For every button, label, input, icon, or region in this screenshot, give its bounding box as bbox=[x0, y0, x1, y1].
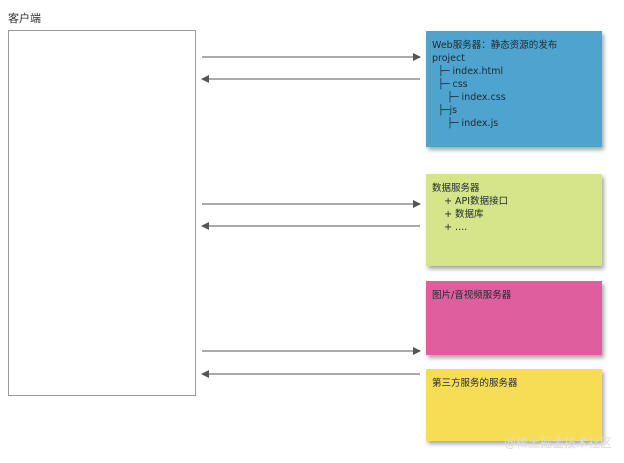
web-server-line: ├─ index.css bbox=[432, 92, 506, 103]
data-server-title: 数据服务器 bbox=[432, 183, 480, 194]
media-server-title: 图片/音视频服务器 bbox=[432, 290, 512, 301]
watermark: @稀土掘金技术社区 bbox=[503, 436, 612, 450]
third-party-server-card: 第三方服务的服务器 bbox=[426, 369, 602, 441]
web-server-line: ├─ index.html bbox=[432, 66, 504, 77]
web-server-line: ├─ css bbox=[432, 79, 468, 90]
client-box bbox=[8, 30, 196, 396]
third-party-server-title: 第三方服务的服务器 bbox=[432, 378, 518, 389]
web-server-line: ├─js bbox=[432, 105, 458, 116]
client-label: 客户端 bbox=[8, 12, 41, 25]
web-server-line: ├─ index.js bbox=[432, 118, 499, 129]
web-server-title: Web服务器：静态资源的发布 bbox=[432, 40, 558, 51]
media-server-card: 图片/音视频服务器 bbox=[426, 281, 602, 355]
data-server-line: + 数据库 bbox=[432, 209, 484, 220]
data-server-line: + .... bbox=[432, 222, 468, 233]
data-server-card: 数据服务器 + API数据接口 + 数据库 + .... bbox=[426, 174, 602, 266]
web-server-line: project bbox=[432, 53, 465, 64]
data-server-line: + API数据接口 bbox=[432, 196, 509, 207]
web-server-card: Web服务器：静态资源的发布 project ├─ index.html ├─ … bbox=[426, 31, 602, 147]
